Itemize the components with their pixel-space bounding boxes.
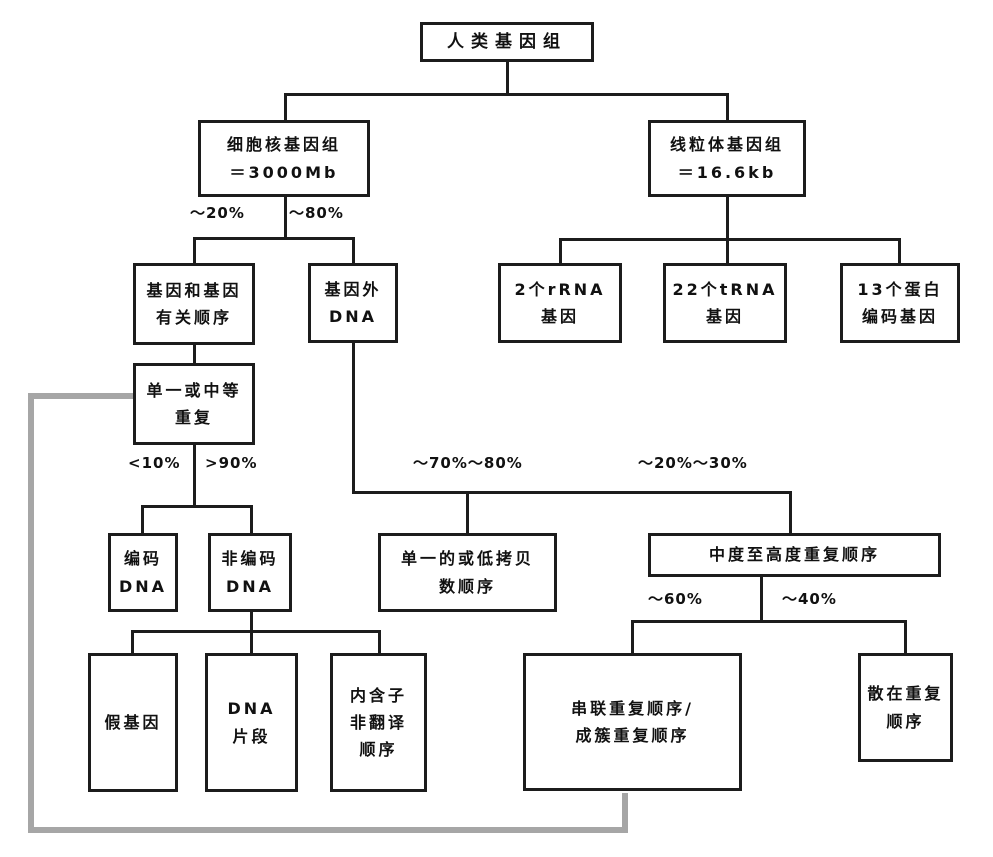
loop-connector-line (28, 393, 133, 399)
connector-line (378, 630, 381, 653)
node-human-genome: 人类基因组 (420, 22, 594, 62)
connector-line (131, 630, 381, 633)
node-nuclear-genome: 细胞核基因组 ＝3000Mb (198, 120, 370, 197)
connector-line (284, 197, 287, 239)
node-label: 2个rRNA (514, 279, 606, 299)
node-label: DNA (328, 307, 378, 326)
node-label: 数顺序 (438, 576, 496, 596)
node-label: 成簇重复顺序 (575, 726, 690, 745)
node-label: DNA (227, 699, 276, 719)
connector-line (760, 577, 763, 622)
connector-line (193, 237, 196, 263)
connector-line (131, 630, 134, 653)
node-label: 顺序 (886, 711, 925, 731)
edge-label-20-30pct: ～20%～30% (638, 454, 748, 472)
node-label: 人类基因组 (447, 31, 567, 52)
node-label: 片段 (232, 726, 271, 746)
node-label: 非翻译 (349, 712, 407, 732)
node-label: DNA (118, 576, 168, 596)
connector-line (193, 345, 196, 363)
connector-line (250, 612, 253, 632)
connector-line (559, 238, 901, 241)
node-label: 有关顺序 (155, 308, 232, 327)
edge-label-40pct: ～40% (782, 590, 837, 608)
node-label: 基因和基因 (146, 280, 242, 300)
node-protein-coding-genes: 13个蛋白 编码基因 (840, 263, 960, 343)
connector-line (250, 505, 253, 533)
node-label: DNA (225, 576, 275, 596)
connector-line (904, 620, 907, 653)
node-label: 串联重复顺序/ (571, 698, 694, 718)
connector-line (352, 343, 355, 493)
node-dna-fragment: DNA 片段 (205, 653, 298, 792)
node-label: 单一或中等 (146, 380, 242, 400)
edge-label-80pct: ～80% (289, 204, 344, 222)
connector-line (631, 620, 634, 653)
loop-connector-line (622, 793, 628, 833)
connector-line (193, 445, 196, 507)
connector-line (141, 505, 144, 533)
node-label: 中度至高度重复顺序 (708, 545, 880, 565)
connector-line (726, 93, 729, 120)
connector-line (726, 197, 729, 240)
node-trna-genes: 22个tRNA 基因 (663, 263, 787, 343)
connector-line (284, 93, 287, 120)
connector-line (506, 62, 509, 95)
node-label: 散在重复 (867, 684, 944, 704)
node-gene-related-sequences: 基因和基因 有关顺序 (133, 263, 255, 345)
connector-line (352, 237, 355, 263)
loop-connector-line (28, 393, 34, 833)
node-label: ＝16.6kb (677, 162, 777, 182)
connector-line (789, 491, 792, 533)
node-label: 13个蛋白 (857, 279, 943, 299)
connector-line (898, 238, 901, 263)
node-label: 基因 (705, 307, 744, 326)
node-intron-untranslated: 内含子 非翻译 顺序 (330, 653, 427, 792)
node-label: 非编码 (221, 549, 279, 569)
node-tandem-repeat: 串联重复顺序/ 成簇重复顺序 (523, 653, 742, 791)
node-noncoding-dna: 非编码 DNA (208, 533, 292, 612)
node-label: 编码 (123, 549, 162, 569)
node-coding-dna: 编码 DNA (108, 533, 178, 612)
node-label: 单一的或低拷贝 (400, 549, 534, 569)
connector-line (352, 491, 792, 494)
node-mitochondrial-genome: 线粒体基因组 ＝16.6kb (648, 120, 806, 197)
connector-line (466, 491, 469, 533)
node-label: 基因 (540, 307, 579, 326)
node-pseudogene: 假基因 (88, 653, 178, 792)
connector-line (559, 238, 562, 263)
node-low-copy-sequences: 单一的或低拷贝 数顺序 (378, 533, 557, 612)
connector-line (284, 93, 729, 96)
node-label: 22个tRNA (672, 279, 778, 299)
edge-label-70-80pct: ～70%～80% (413, 454, 523, 472)
node-label: 重复 (174, 408, 213, 427)
node-rrna-genes: 2个rRNA 基因 (498, 263, 622, 343)
node-label: 线粒体基因组 (669, 135, 784, 155)
connector-line (250, 630, 253, 653)
node-interspersed-repeat: 散在重复 顺序 (858, 653, 953, 762)
connector-line (193, 237, 355, 240)
edge-label-60pct: ～60% (648, 590, 703, 608)
loop-connector-line (28, 827, 628, 833)
edge-label-20pct: ～20% (190, 204, 245, 222)
node-extragenic-dna: 基因外 DNA (308, 263, 398, 343)
connector-line (631, 620, 907, 623)
connector-line (726, 238, 729, 263)
edge-label-lt10pct: <10% (128, 454, 181, 472)
node-label: 内含子 (349, 685, 407, 705)
node-label: 基因外 (324, 279, 382, 299)
node-single-moderate-repeat: 单一或中等 重复 (133, 363, 255, 445)
node-mid-high-repeat-sequences: 中度至高度重复顺序 (648, 533, 941, 577)
node-label: 细胞核基因组 (226, 135, 341, 155)
edge-label-gt90pct: >90% (205, 454, 258, 472)
node-label: ＝3000Mb (229, 162, 339, 182)
connector-line (141, 505, 253, 508)
node-label: 编码基因 (861, 307, 938, 326)
node-label: 顺序 (359, 740, 398, 760)
node-label: 假基因 (104, 712, 162, 732)
